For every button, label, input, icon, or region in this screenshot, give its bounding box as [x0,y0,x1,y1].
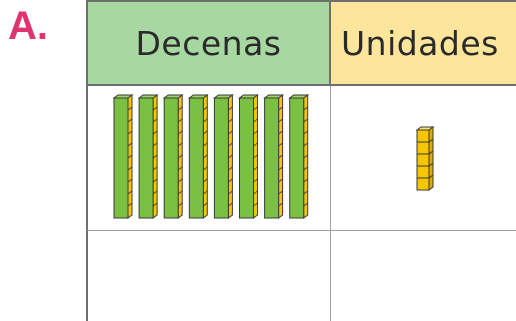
unit-blocks [415,126,435,191]
tens-rod [238,94,259,219]
tens-blocks [112,94,310,219]
units-answer-cell[interactable] [331,231,516,321]
tens-rod [288,94,310,219]
tens-rod [187,94,209,219]
unit-cube [416,174,434,191]
tens-rod [212,94,234,219]
units-blocks-cell [331,86,516,231]
tens-blocks-cell [86,86,331,231]
unit-cube [416,162,434,179]
place-value-table: Decenas Unidades [86,0,516,321]
unit-cube [416,138,434,155]
tens-rod [137,94,159,219]
tens-rod [112,94,134,219]
tens-header: Decenas [86,0,331,86]
tens-rod [263,94,285,219]
exercise-letter: A. [8,4,48,48]
tens-rod [162,94,184,219]
tens-answer-cell[interactable] [86,231,331,321]
units-header: Unidades [331,0,516,86]
unit-cube [416,150,434,167]
unit-cube [415,126,435,143]
